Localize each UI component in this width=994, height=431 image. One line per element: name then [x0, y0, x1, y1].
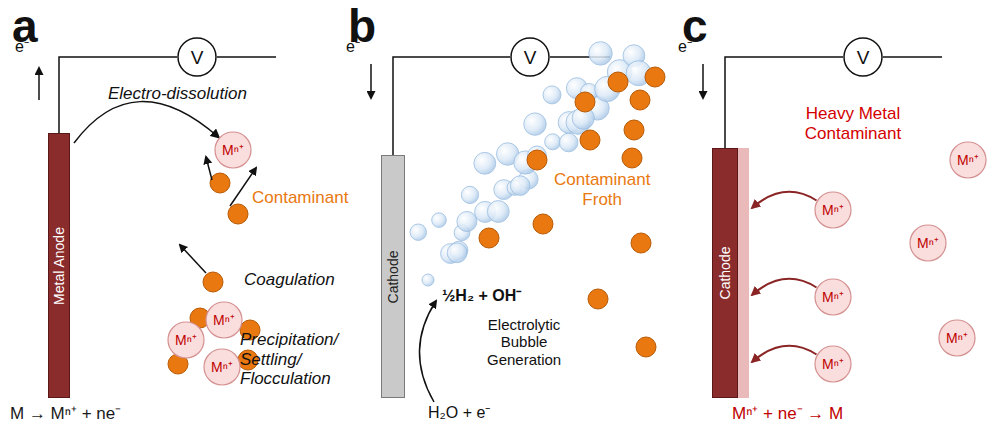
deposition-arrow — [752, 192, 817, 208]
reaction-equation: M → Mⁿ⁺ + ne⁻ — [10, 404, 121, 424]
electron-arrow — [702, 64, 704, 98]
reaction-equation: Mⁿ⁺ + ne⁻ → M — [732, 404, 843, 424]
voltmeter: V — [510, 37, 550, 77]
wire — [883, 56, 942, 58]
electron-label: e⁻ — [346, 38, 360, 56]
ion-label: Mⁿ⁺ — [822, 357, 844, 371]
bubbles — [410, 42, 651, 286]
voltmeter: V — [177, 37, 217, 77]
voltmeter-label: V — [191, 48, 204, 67]
metal-anode: Metal Anode — [48, 133, 70, 398]
dissolution-arrow — [74, 102, 219, 143]
process-label: Electrolytic Bubble Generation — [487, 316, 561, 368]
metal-ion: Mⁿ⁺ — [909, 224, 947, 262]
metal-ion: Mⁿ⁺ — [214, 131, 252, 169]
contaminant-label: Heavy Metal Contaminant — [794, 104, 912, 143]
ion-label: Mⁿ⁺ — [822, 290, 844, 304]
ion-label: Mⁿ⁺ — [822, 203, 844, 217]
contaminant-label: Contaminant Froth — [554, 170, 650, 209]
ion-label: Mⁿ⁺ — [946, 331, 968, 345]
ion-label: Mⁿ⁺ — [917, 236, 939, 250]
electrode-label: Cathode — [717, 247, 733, 300]
cathode: Cathode — [381, 155, 405, 398]
metal-ion: Mⁿ⁺ — [949, 141, 987, 179]
voltmeter-label: V — [857, 48, 870, 67]
metal-ion: Mⁿ⁺ — [814, 345, 852, 383]
metal-ion: Mⁿ⁺ — [203, 348, 241, 386]
voltmeter: V — [843, 37, 883, 77]
electron-label: e⁻ — [678, 38, 692, 56]
ion-label: Mⁿ⁺ — [175, 333, 197, 347]
electrode-label: Metal Anode — [51, 227, 67, 305]
wire — [393, 57, 510, 155]
metal-ion: Mⁿ⁺ — [814, 191, 852, 229]
deposition-arrow — [752, 346, 817, 362]
electron-arrow — [370, 64, 372, 98]
ion-label: Mⁿ⁺ — [222, 143, 244, 157]
electron-arrow — [38, 68, 40, 100]
metal-ion: Mⁿ⁺ — [167, 321, 205, 359]
voltmeter-label: V — [524, 48, 537, 67]
ion-label: Mⁿ⁺ — [957, 153, 979, 167]
process-label: Electro-dissolution — [108, 84, 247, 104]
deposition-arrow — [752, 279, 817, 295]
electron-label: e⁻ — [15, 38, 29, 56]
metal-ion: Mⁿ⁺ — [938, 319, 976, 357]
cathode: Cathode — [712, 148, 749, 398]
metal-ion: Mⁿ⁺ — [814, 278, 852, 316]
reaction-reactant: H₂O + e⁻ — [428, 404, 490, 422]
contaminant-particles — [168, 67, 665, 374]
process-label: Precipitation/ Settling/ Flocculation — [240, 330, 338, 389]
wire — [217, 56, 276, 58]
ion-label: Mⁿ⁺ — [211, 360, 233, 374]
ion-label: Mⁿ⁺ — [213, 313, 235, 327]
contaminant-label: Contaminant — [252, 188, 348, 208]
metal-ion: Mⁿ⁺ — [205, 301, 243, 339]
reaction-arrow — [419, 301, 436, 402]
process-label: Coagulation — [244, 270, 335, 290]
electrode-label: Cathode — [385, 250, 401, 303]
coagulation-arrows — [180, 157, 256, 273]
reaction-product: ½H₂ + OH⁻ — [442, 287, 521, 305]
